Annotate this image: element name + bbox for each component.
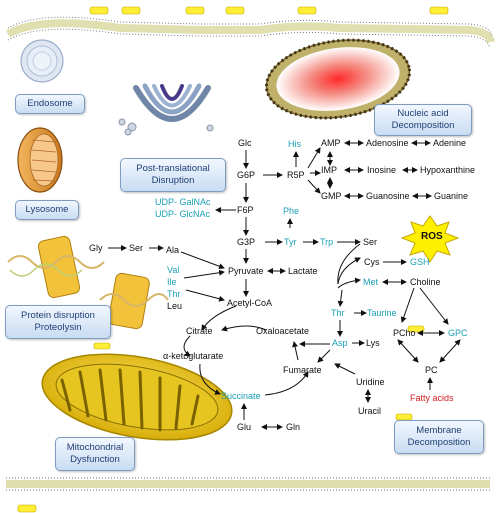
- node-ser-left: Ser: [129, 243, 144, 253]
- node-gly: Gly: [89, 243, 103, 253]
- node-f6p: F6P: [237, 205, 254, 215]
- top-membrane: [6, 16, 495, 49]
- ptm-line1: Post-translational: [136, 163, 210, 175]
- protein-helices: [7, 235, 169, 330]
- node-phe: Phe: [283, 206, 300, 216]
- node-choline: Choline: [410, 277, 441, 287]
- node-gmp: GMP: [321, 191, 342, 201]
- node-udp-galnac: UDP- GalNAc: [155, 197, 211, 207]
- golgi-organelle: [118, 83, 214, 136]
- membrane-proteins: [17, 6, 449, 513]
- node-gln: Gln: [286, 422, 301, 432]
- node-ser-right: Ser: [363, 237, 378, 247]
- membrane-line2: Decomposition: [407, 437, 471, 448]
- node-adenine: Adenine: [433, 138, 467, 148]
- node-hypoxanthine: Hypoxanthine: [420, 165, 476, 175]
- nucleus-organelle: [265, 38, 411, 120]
- node-pcho: PCho: [393, 328, 416, 338]
- node-trp: Trp: [320, 237, 334, 247]
- post-translational-box: Post-translational Disruption: [120, 158, 226, 192]
- node-udp-glcnac: UDP- GlcNAc: [155, 209, 211, 219]
- node-uridine: Uridine: [356, 377, 385, 387]
- node-oxaloacetate: Oxaloacetate: [256, 326, 310, 336]
- lysosome-organelle: [17, 127, 63, 193]
- node-gpc: GPC: [448, 328, 468, 338]
- ptm-line2: Disruption: [151, 175, 195, 186]
- endosome-organelle: [20, 39, 64, 83]
- node-ala: Ala: [166, 245, 180, 255]
- node-acetylcoa: Acetyl-CoA: [227, 298, 273, 308]
- mito-line1: Mitochondrial: [66, 442, 124, 454]
- node-tyr: Tyr: [284, 237, 297, 247]
- node-amp: AMP: [321, 138, 341, 148]
- membrane-line1: Membrane: [416, 425, 462, 437]
- protein-line1: Protein disruption: [21, 310, 95, 322]
- node-g3p: G3P: [237, 237, 256, 247]
- node-met: Met: [363, 277, 379, 287]
- node-succinate: Succinate: [221, 391, 261, 401]
- node-r5p: R5P: [287, 170, 305, 180]
- node-glc: Glc: [238, 138, 252, 148]
- node-citrate: Citrate: [186, 326, 213, 336]
- node-fumarate: Fumarate: [283, 365, 322, 375]
- node-g6p: G6P: [237, 170, 256, 180]
- node-taurine: Taurine: [367, 308, 397, 318]
- node-cys: Cys: [364, 257, 380, 267]
- mitochondrial-box: Mitochondrial Dysfunction: [55, 437, 135, 471]
- mito-line2: Dysfunction: [70, 454, 120, 465]
- node-glu: Glu: [237, 422, 252, 432]
- nucleic-acid-box: Nucleic acid Decomposition: [374, 104, 472, 136]
- protein-disruption-box: Protein disruption Proteolysin: [5, 305, 111, 339]
- node-inosine: Inosine: [367, 165, 397, 175]
- node-leu: Leu: [167, 301, 183, 311]
- lysosome-label: Lysosome: [25, 204, 69, 216]
- ros-burst: [400, 215, 460, 263]
- lysosome-box: Lysosome: [15, 200, 79, 220]
- node-pyruvate: Pyruvate: [228, 266, 264, 276]
- node-uracil: Uracil: [358, 406, 382, 416]
- protein-line2: Proteolysin: [34, 322, 82, 333]
- mitochondrion-organelle: [41, 353, 233, 441]
- node-gsh: GSH: [410, 257, 430, 267]
- node-fatty-acids: Fatty acids: [410, 393, 454, 403]
- node-lactate: Lactate: [288, 266, 318, 276]
- nucleic-line2: Decomposition: [391, 120, 455, 131]
- node-guanine: Guanine: [434, 191, 469, 201]
- node-his: His: [288, 139, 301, 149]
- node-imp: IMP: [321, 165, 338, 175]
- node-ile: Ile: [167, 277, 177, 287]
- node-val: Val: [167, 265, 180, 275]
- node-asp: Asp: [332, 338, 348, 348]
- membrane-box: Membrane Decomposition: [394, 420, 484, 454]
- node-thr-left: Thr: [167, 289, 181, 299]
- ros-label: ROS: [421, 231, 443, 242]
- endosome-label: Endosome: [27, 98, 73, 110]
- node-thr-right: Thr: [331, 308, 345, 318]
- node-adenosine: Adenosine: [366, 138, 409, 148]
- endosome-box: Endosome: [15, 94, 85, 114]
- bottom-membrane: [6, 477, 490, 491]
- node-lys: Lys: [366, 338, 380, 348]
- node-guanosine: Guanosine: [366, 191, 410, 201]
- nucleic-line1: Nucleic acid: [397, 108, 449, 120]
- node-akg: α-ketoglutarate: [163, 351, 224, 361]
- pathway-arrows: [108, 140, 461, 430]
- node-pc: PC: [425, 365, 438, 375]
